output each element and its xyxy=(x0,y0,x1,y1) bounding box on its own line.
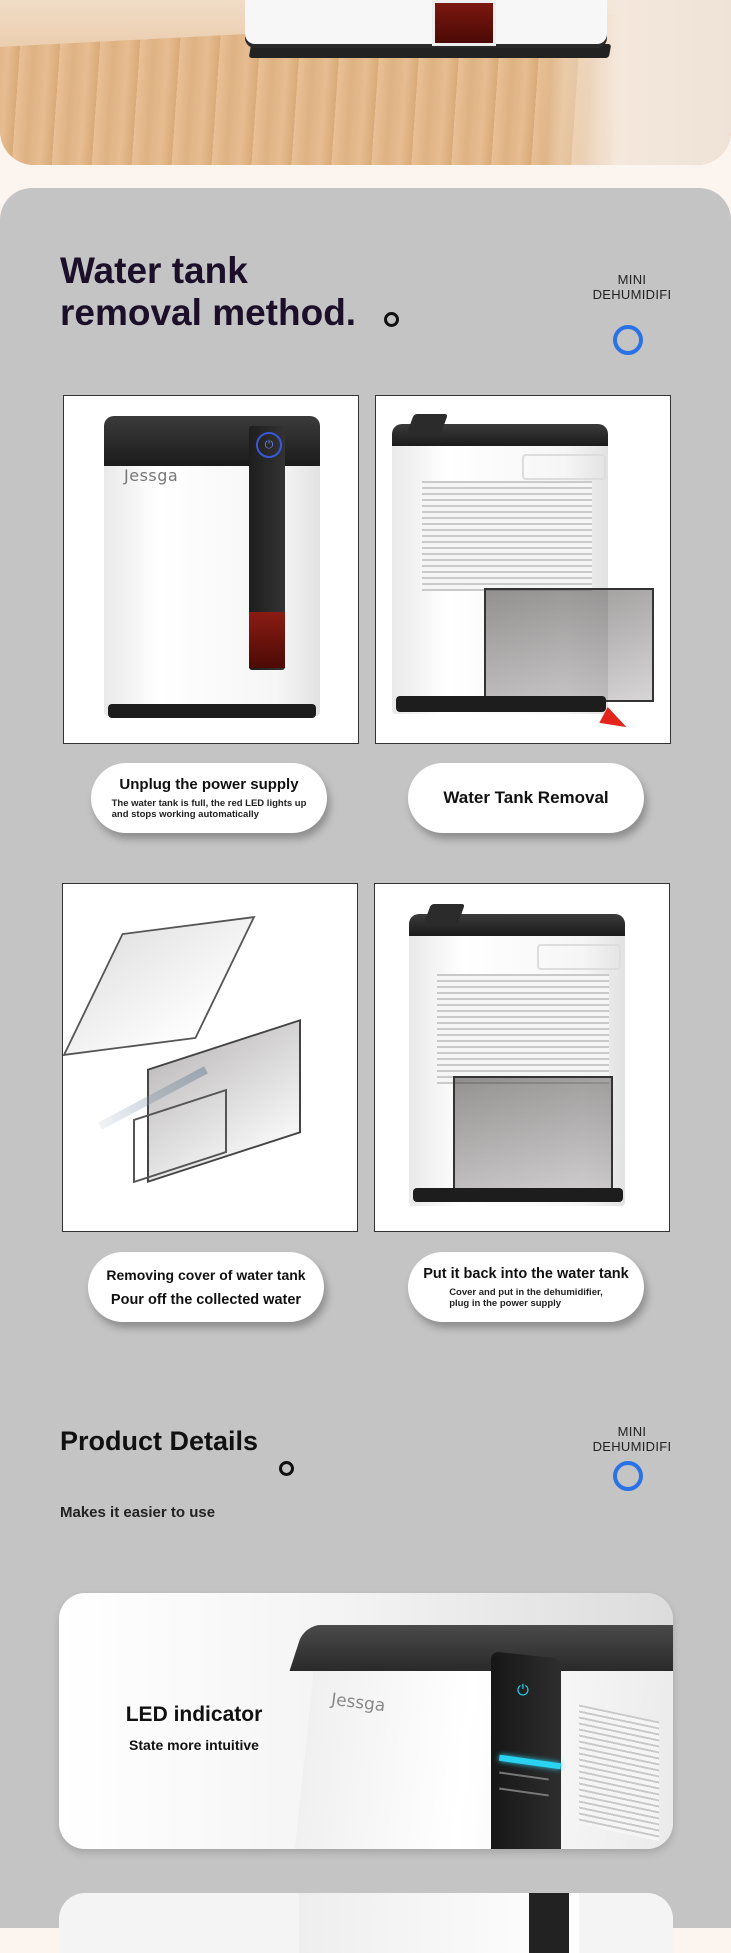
caption-title: Unplug the power supply xyxy=(119,776,299,793)
red-water-tank xyxy=(249,612,285,668)
control-strip xyxy=(529,1893,569,1953)
dehumidifier-base xyxy=(245,0,607,44)
step-image-tank-removal xyxy=(375,395,671,744)
hero-photo xyxy=(0,0,731,165)
detail-line-1: The water tank is full, the red LED ligh… xyxy=(111,798,307,809)
caption-title: Put it back into the water tank xyxy=(423,1266,629,1282)
feature-card-next xyxy=(59,1893,673,1953)
brand-line-1: MINI xyxy=(617,1424,647,1439)
caption-title: Removing cover of water tank xyxy=(106,1267,306,1283)
water-tank-glass xyxy=(484,588,654,702)
caption-unplug: Unplug the power supply The water tank i… xyxy=(91,763,327,833)
detail-line-2: and stops working automatically xyxy=(111,809,259,820)
feature-subtitle: State more intuitive xyxy=(129,1737,259,1753)
tank-cover xyxy=(63,915,256,1057)
arrow-down-right-icon xyxy=(599,706,631,736)
section-title-removal: Water tank removal method. xyxy=(60,250,356,334)
brand-line-1: MINI xyxy=(617,272,647,287)
section-subtitle: Makes it easier to use xyxy=(60,1504,216,1521)
brand-line-2: DEHUMIDIFI xyxy=(592,287,672,302)
brand-line-2: DEHUMIDIFI xyxy=(592,1439,672,1454)
section-title-details: Product Details xyxy=(60,1426,259,1456)
dehumidifier-top xyxy=(392,424,608,446)
dehumidifier-base-shadow xyxy=(248,44,612,58)
product-logo: Jessga xyxy=(124,466,179,485)
top-grip xyxy=(522,454,606,480)
air-vent xyxy=(579,1704,659,1842)
detail-line-1: Cover and put in the dehumidifier, xyxy=(449,1287,603,1298)
caption-tank-removal: Water Tank Removal xyxy=(408,763,644,833)
dehumidifier-foot xyxy=(413,1188,623,1202)
water-tank-glass xyxy=(453,1076,613,1192)
title-line-1: Water tank xyxy=(60,250,248,291)
detail-line-2: plug in the power supply xyxy=(449,1298,562,1309)
air-vent xyxy=(437,974,609,1084)
brand-tag: MINI DEHUMIDIFI xyxy=(587,272,677,302)
dehumidifier-top xyxy=(104,416,320,466)
dehumidifier-foot xyxy=(108,704,316,718)
title-line-2: removal method. xyxy=(60,292,357,333)
caption-title: Water Tank Removal xyxy=(443,788,609,807)
feature-title: LED indicator xyxy=(125,1703,263,1726)
feature-card-led: LED indicator State more intuitive Jessg… xyxy=(59,1593,673,1849)
power-icon: ⏻ xyxy=(256,432,282,458)
dehumidifier-foot xyxy=(396,696,606,712)
caption-detail: The water tank is full, the red LED ligh… xyxy=(112,798,307,820)
ring-dot-icon xyxy=(384,312,399,327)
caption-remove-cover: Removing cover of water tank Pour off th… xyxy=(88,1252,324,1322)
dehumidifier-top xyxy=(409,914,625,936)
step-image-unplug: ⏻ Jessga xyxy=(63,395,359,744)
brand-tag: MINI DEHUMIDIFI xyxy=(587,1424,677,1454)
caption-detail: Cover and put in the dehumidifier, plug … xyxy=(449,1287,603,1309)
caption-title-2: Pour off the collected water xyxy=(110,1292,302,1308)
blue-ring-icon xyxy=(613,325,643,355)
dehumidifier-top xyxy=(289,1625,673,1671)
step-image-remove-cover xyxy=(62,883,358,1232)
step-image-put-back xyxy=(374,883,670,1232)
top-grip xyxy=(537,944,621,970)
ring-dot-icon xyxy=(279,1461,294,1476)
blue-ring-icon xyxy=(613,1461,643,1491)
air-vent xyxy=(422,481,592,591)
power-icon: ⏻ xyxy=(517,1681,529,1699)
red-water-tank xyxy=(432,0,496,46)
caption-put-back: Put it back into the water tank Cover an… xyxy=(408,1252,644,1322)
